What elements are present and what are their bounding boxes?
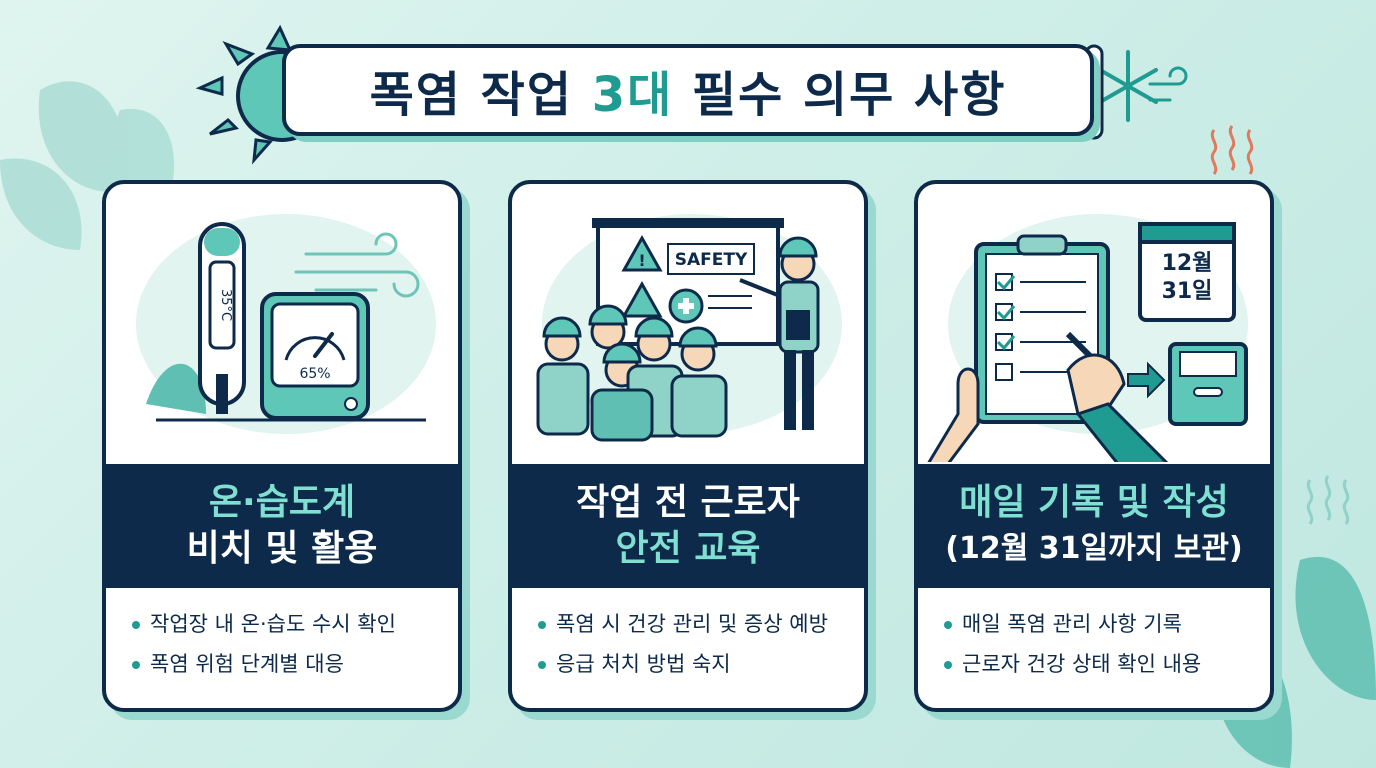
title-accent: 3대	[591, 67, 674, 123]
card3-title-band: 매일 기록 및 작성 (12월 31일까지 보관)	[918, 464, 1270, 588]
wind-lines-icon	[294, 232, 420, 298]
card2-title-line2: 안전 교육	[615, 528, 761, 569]
thermometer-icon: 35°C	[198, 222, 246, 414]
instructor-icon	[739, 236, 820, 430]
page-title: 폭염 작업 3대 필수 의무 사항	[370, 55, 1007, 125]
writing-hand-icon	[927, 331, 1169, 462]
card3-title-line1: 매일 기록 및 작성	[959, 482, 1229, 523]
card-safety-education: ! SAFETY	[508, 180, 868, 712]
card-daily-record: 12월 31일 매일 기록 및 작성 (12월 31일까지 보관) 매일 폭염 …	[914, 180, 1274, 712]
workers-audience-icon	[536, 304, 728, 442]
list-item: 폭염 위험 단계별 대응	[128, 644, 448, 684]
card1-title-line1: 온·습도계	[208, 482, 356, 523]
list-item: 폭염 시 건강 관리 및 증상 예방	[534, 604, 854, 644]
wind-icon	[1148, 66, 1188, 102]
clipboard-checklist-icon	[974, 234, 1110, 424]
calendar-month: 12월	[1162, 251, 1213, 276]
card-thermo-hygrometer: 35°C 65% 온·습도계 비치 및 활용 작업장 내 온·습도 수시 확인 …	[102, 180, 462, 712]
title-banner: 폭염 작업 3대 필수 의무 사항	[282, 44, 1094, 136]
card1-title-band: 온·습도계 비치 및 활용	[106, 464, 458, 588]
svg-text:!: !	[638, 251, 645, 270]
title-prefix: 폭염 작업	[369, 67, 592, 123]
calendar-day: 31일	[1162, 279, 1213, 304]
card2-title-line1: 작업 전 근로자	[576, 482, 800, 523]
heat-wave-icon	[1210, 125, 1254, 175]
hygrometer-icon: 65%	[260, 292, 370, 420]
humidity-reading: 65%	[299, 366, 330, 382]
card1-bullet-list: 작업장 내 온·습도 수시 확인 폭염 위험 단계별 대응	[128, 604, 448, 684]
card3-bullet-list: 매일 폭염 관리 사항 기록 근로자 건강 상태 확인 내용	[940, 604, 1260, 684]
card2-title-band: 작업 전 근로자 안전 교육	[512, 464, 864, 588]
snowflake-icon	[1098, 50, 1158, 122]
card1-illustration: 35°C 65%	[136, 214, 436, 434]
list-item: 응급 처치 방법 숙지	[534, 644, 854, 684]
heat-wave-right-icon	[1306, 475, 1350, 525]
calendar-icon: 12월 31일	[1138, 222, 1236, 322]
list-item: 작업장 내 온·습도 수시 확인	[128, 604, 448, 644]
list-item: 근로자 건강 상태 확인 내용	[940, 644, 1260, 684]
card3-title-line2: (12월 31일까지 보관)	[945, 531, 1243, 566]
card2-bullet-list: 폭염 시 건강 관리 및 증상 예방 응급 처치 방법 숙지	[534, 604, 854, 684]
board-label: SAFETY	[675, 250, 748, 270]
card1-title-line2: 비치 및 활용	[186, 528, 378, 569]
list-item: 매일 폭염 관리 사항 기록	[940, 604, 1260, 644]
title-suffix: 필수 의무 사항	[673, 67, 1007, 123]
card3-illustration: 12월 31일	[927, 214, 1248, 462]
file-box-icon	[1168, 342, 1248, 426]
thermometer-reading: 35°C	[218, 289, 233, 321]
arrow-right-icon	[1127, 361, 1166, 399]
card2-illustration: ! SAFETY	[536, 214, 842, 442]
